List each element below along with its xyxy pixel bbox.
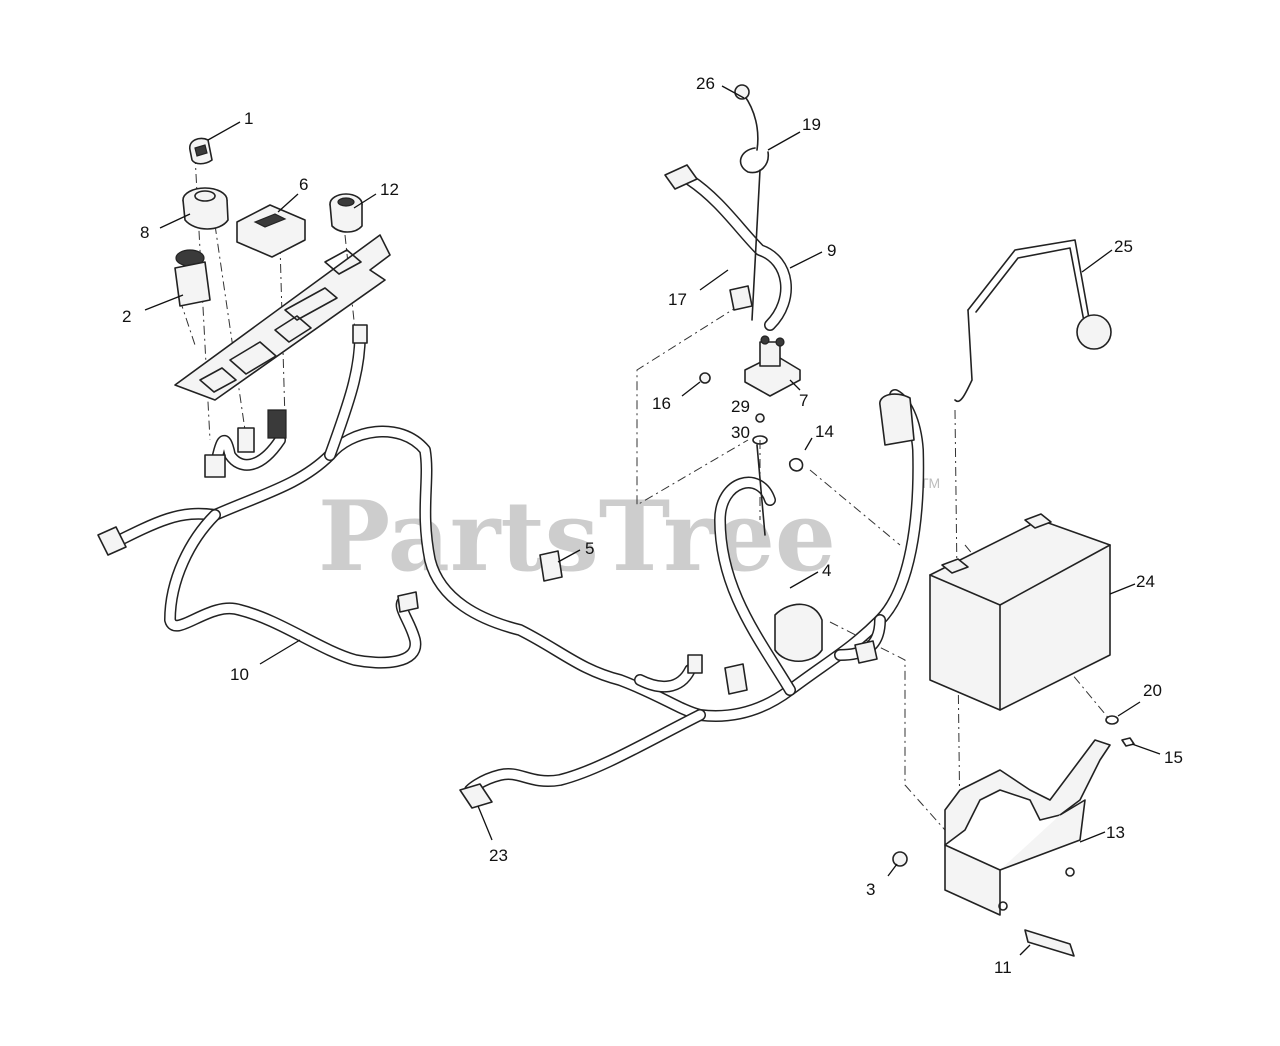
callout-15: 15 <box>1164 748 1183 767</box>
sensor-switch <box>459 783 493 809</box>
callout-6: 6 <box>299 175 308 194</box>
callout-20: 20 <box>1143 681 1162 700</box>
callout-13: 13 <box>1106 823 1125 842</box>
callout-24: 24 <box>1136 572 1155 591</box>
callout-19: 19 <box>802 115 821 134</box>
callout-12: 12 <box>380 180 399 199</box>
callout-30: 30 <box>731 423 750 442</box>
callout-17: 17 <box>668 290 687 309</box>
callout-9: 9 <box>827 241 836 260</box>
callout-5: 5 <box>585 539 594 558</box>
callout-2: 2 <box>122 307 131 326</box>
callout-4: 4 <box>822 561 831 580</box>
callout-8: 8 <box>140 223 149 242</box>
pto-switch <box>174 261 211 307</box>
bolt <box>1024 929 1075 957</box>
wire-harness <box>97 324 925 796</box>
callout-3: 3 <box>866 880 875 899</box>
watermark-trademark: TM <box>920 475 940 491</box>
callout-25: 25 <box>1114 237 1133 256</box>
solenoid-assembly <box>459 84 823 809</box>
watermark-text: PartsTree <box>318 480 836 593</box>
callout-leaders <box>144 85 1161 956</box>
battery-tray <box>944 739 1111 846</box>
dash-panel <box>174 234 391 401</box>
callout-26: 26 <box>696 74 715 93</box>
callout-16: 16 <box>652 394 671 413</box>
hold-down-strap <box>967 239 1093 336</box>
terminal-boot <box>879 393 915 446</box>
callout-10: 10 <box>230 665 249 684</box>
dash-panel-assembly <box>174 137 391 401</box>
callout-1: 1 <box>244 109 253 128</box>
starter-relay <box>774 603 823 663</box>
callout-14: 14 <box>815 422 834 441</box>
seat-switch <box>539 550 563 582</box>
callout-23: 23 <box>489 846 508 865</box>
callout-7: 7 <box>799 391 808 410</box>
callouts: 1 2 3 4 5 6 7 8 9 10 11 12 13 14 15 16 1… <box>122 74 1183 977</box>
watermark: PartsTree TM <box>318 475 940 593</box>
callout-29: 29 <box>731 397 750 416</box>
callout-11: 11 <box>994 958 1012 977</box>
fuse-holder <box>729 285 753 311</box>
hour-meter <box>236 204 306 258</box>
battery-assembly <box>879 239 1135 957</box>
